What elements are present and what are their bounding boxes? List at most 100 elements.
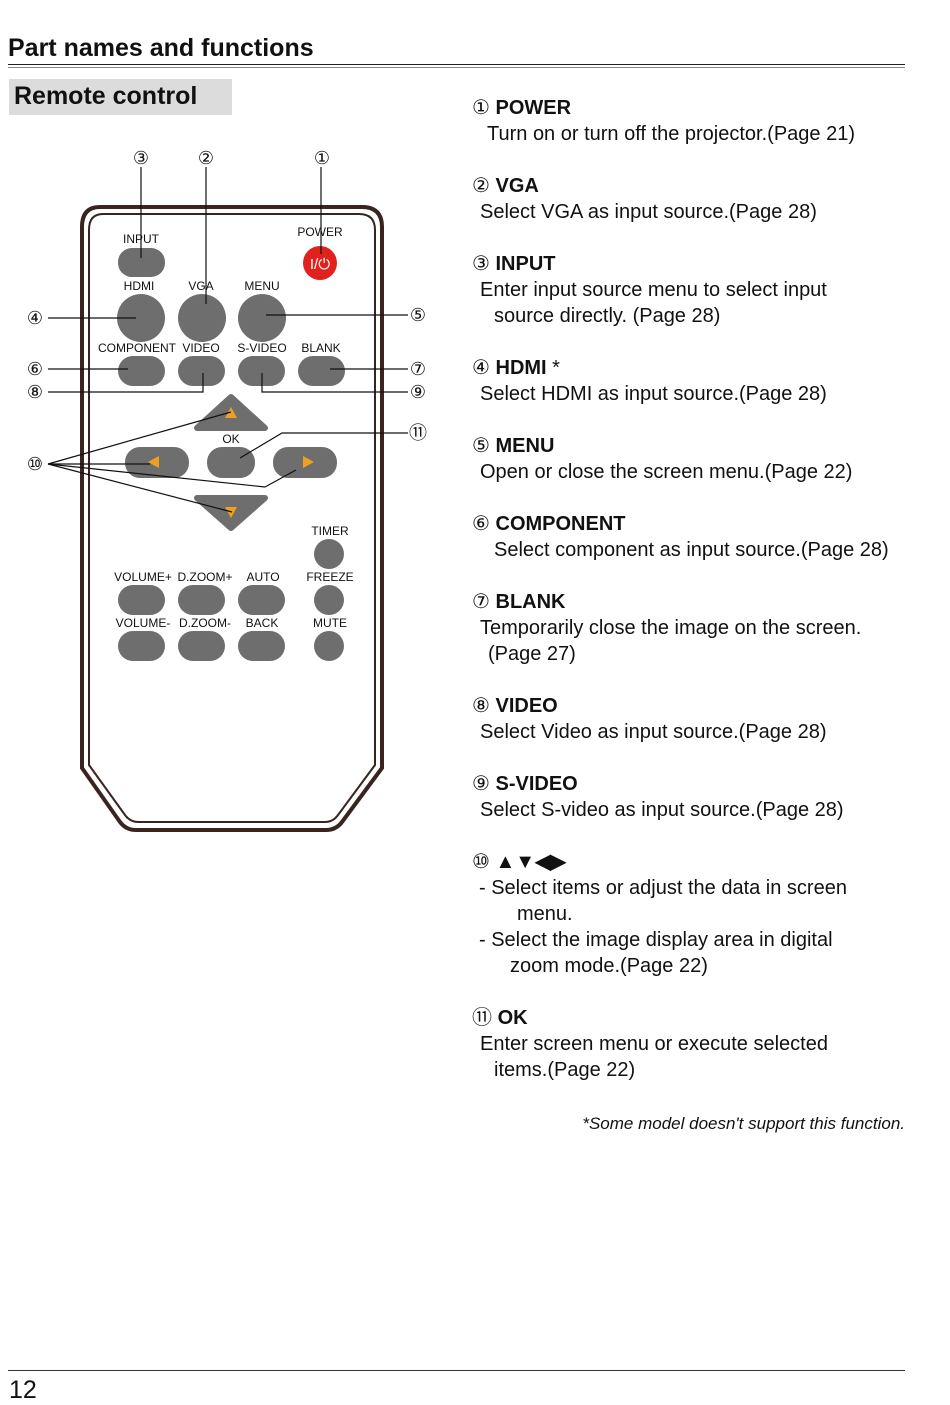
label-power: POWER [297,225,343,239]
item-number: ④ [472,357,490,379]
item-name: POWER [495,97,572,119]
footnote: *Some model doesn't support this functio… [582,1114,905,1133]
item-name: COMPONENT [495,513,626,535]
callout-4: ④ [27,308,43,328]
leader-line-10e [264,469,297,488]
remote-control-illustration: INPUT POWER HDMI VGA MENU COMPONENT VIDE… [27,148,427,832]
item-note-marker: * [546,357,560,379]
item-menu: ⑤ MENU Open or close the screen menu.(Pa… [472,433,942,485]
function-descriptions: ① POWER Turn on or turn off the projecto… [472,95,942,1109]
item-video: ⑧ VIDEO Select Video as input source.(Pa… [472,693,942,745]
auto-button [238,585,285,615]
item-description-cont: items.(Page 22) [494,1059,636,1081]
leader-line-10c [47,463,233,513]
arrow-keys-icon: ▲▼◀▶ [495,851,566,873]
item-component: ⑥ COMPONENT Select component as input so… [472,511,942,563]
label-ok: OK [222,432,239,446]
label-freeze: FREEZE [306,570,353,584]
item-description: Turn on or turn off the projector.(Page … [487,123,855,145]
label-auto: AUTO [246,570,279,584]
back-button [238,631,285,661]
timer-button [314,539,344,569]
video-button [178,356,225,386]
header-rule-secondary [8,67,905,68]
callout-1: ① [314,148,330,168]
callout-9: ⑨ [410,382,426,402]
item-description-cont: menu. [517,903,573,925]
callout-7: ⑦ [410,359,426,379]
dzoom-minus-button [178,631,225,661]
label-hdmi: HDMI [124,279,155,293]
page-number: 12 [9,1376,37,1404]
hdmi-button [117,294,165,342]
down-arrow-icon [225,507,237,518]
item-name: BLANK [495,591,566,613]
item-number: ⑩ [472,851,490,873]
leader-line-10d [47,463,266,488]
item-description: Enter screen menu or execute selected [480,1033,828,1055]
label-video: VIDEO [182,341,219,355]
dzoom-plus-button [178,585,225,615]
item-name: HDMI [495,357,547,379]
remote-body-inner-outline [88,213,376,823]
vga-button [178,294,226,342]
leader-line-11 [239,432,408,459]
component-button [118,356,165,386]
label-blank: BLANK [301,341,340,355]
item-vga: ② VGA Select VGA as input source.(Page 2… [472,173,942,225]
label-svideo: S-VIDEO [237,341,286,355]
leader-line-8 [48,373,204,393]
label-volume-plus: VOLUME+ [114,570,172,584]
item-number: ⑦ [472,591,490,613]
callout-11: ⑪ [409,423,427,443]
item-ok: ⑪ OK Enter screen menu or execute select… [472,1005,942,1083]
volume-plus-button [118,585,165,615]
label-dzoom-minus: D.ZOOM- [179,616,231,630]
item-name: INPUT [495,253,556,275]
item-number: ② [472,175,490,197]
input-button [118,248,165,277]
item-description-cont: (Page 27) [488,643,576,665]
item-number: ⑧ [472,695,490,717]
label-timer: TIMER [311,524,349,538]
label-volume-minus: VOLUME- [116,616,171,630]
label-dzoom-plus: D.ZOOM+ [177,570,232,584]
item-description: Enter input source menu to select input [480,279,827,301]
svideo-button [238,356,285,386]
label-mute: MUTE [313,616,347,630]
item-description: Select component as input source.(Page 2… [494,539,889,561]
menu-button [238,294,286,342]
mute-button [314,631,344,661]
power-icon: I/⏻ [310,256,330,273]
item-number: ⑤ [472,435,490,457]
item-description: Select HDMI as input source.(Page 28) [480,383,827,405]
freeze-button [314,585,344,615]
power-button [303,246,337,280]
label-menu: MENU [244,279,279,293]
section-title-background [9,79,232,115]
item-blank: ⑦ BLANK Temporarily close the image on t… [472,589,942,667]
item-number: ⑨ [472,773,490,795]
item-description-cont: source directly. (Page 28) [494,305,721,327]
leader-line-9 [261,373,408,393]
item-description: Open or close the screen menu.(Page 22) [480,461,853,483]
item-description: Select Video as input source.(Page 28) [480,721,827,743]
item-name: S-VIDEO [495,773,578,795]
callout-10: ⑩ [27,454,43,474]
item-number: ① [472,97,490,119]
item-input: ③ INPUT Enter input source menu to selec… [472,251,942,329]
item-name: MENU [495,435,555,457]
item-number: ③ [472,253,490,275]
item-description: Select S-video as input source.(Page 28) [480,799,844,821]
item-description: - Select items or adjust the data in scr… [479,877,847,899]
label-back: BACK [246,616,279,630]
callout-5: ⑤ [410,305,426,325]
callout-8: ⑧ [27,382,43,402]
ok-button [207,447,255,478]
right-arrow-icon [303,456,314,468]
label-vga: VGA [188,279,213,293]
callout-2: ② [198,148,214,168]
item-description: - Select the image display area in digit… [479,929,833,951]
item-arrows: ⑩ ▲▼◀▶ - Select items or adjust the data… [472,849,942,979]
blank-button [298,356,345,386]
